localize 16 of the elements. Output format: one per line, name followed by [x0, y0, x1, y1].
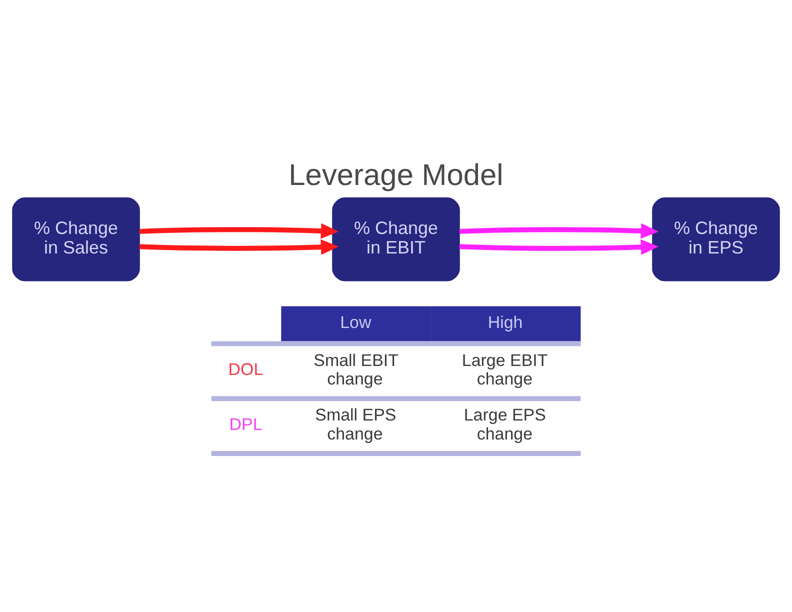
label: Small EPS change — [315, 405, 396, 444]
arrow — [459, 222, 659, 238]
label: DOL — [228, 360, 264, 379]
node-box: % Change in Sales — [12, 196, 140, 281]
arrow — [139, 222, 339, 238]
label: Large EPS change — [464, 405, 546, 444]
label: High — [488, 312, 523, 332]
label: Low — [340, 312, 372, 332]
arrow — [459, 238, 659, 254]
node-box: % Change in EBIT — [332, 196, 460, 281]
arrow — [139, 238, 339, 254]
diagram-title: Leverage Model — [288, 158, 504, 192]
label: Large EBIT change — [462, 350, 548, 388]
node-box: % Change in EPS — [652, 196, 780, 281]
label: Small EBIT change — [314, 350, 399, 388]
label: DPL — [229, 414, 262, 434]
